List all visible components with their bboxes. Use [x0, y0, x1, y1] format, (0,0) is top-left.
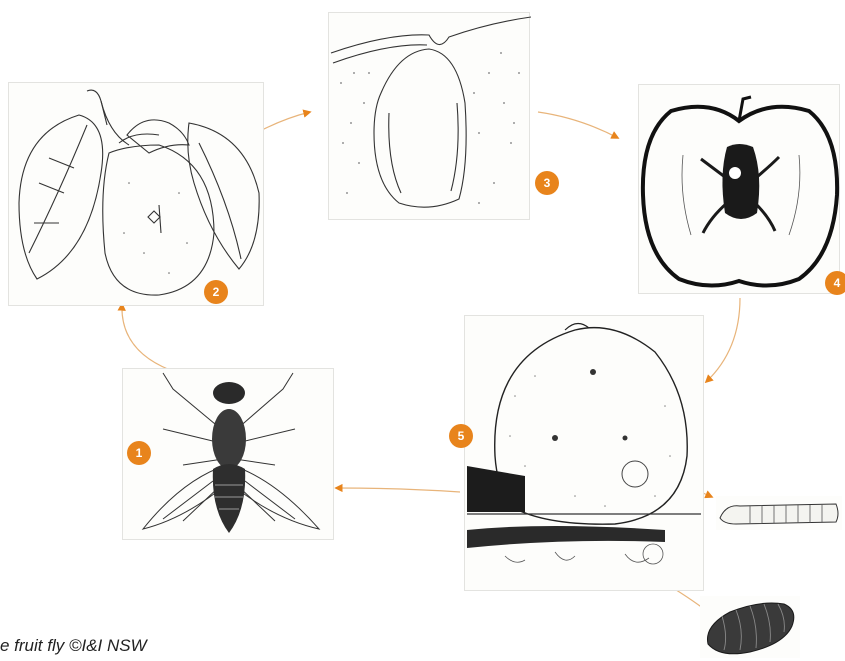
stage-4-badge: 4: [825, 271, 845, 295]
stage-1-panel: 1: [122, 368, 334, 540]
stage-5-badge: 5: [449, 424, 473, 448]
pupa-detail: [700, 596, 800, 658]
stage-4-panel: 4: [638, 84, 840, 294]
arrow-4-to-5: [706, 298, 740, 382]
stage-2-panel: 2: [8, 82, 264, 306]
stage-3-badge: 3: [535, 171, 559, 195]
stage-5-panel: 5: [464, 315, 704, 591]
larva-detail: [716, 496, 842, 530]
arrow-1-to-2: [122, 304, 170, 370]
fallen-fruit-illustration: [465, 316, 705, 592]
egg-in-skin-illustration: [329, 13, 531, 221]
stage-2-badge: 2: [204, 280, 228, 304]
apple-cross-section-illustration: [639, 85, 841, 295]
fruit-with-leaves-illustration: [9, 83, 265, 307]
arrow-5-to-1: [336, 488, 460, 492]
larva-illustration: [716, 496, 842, 530]
adult-fly-illustration: [123, 369, 335, 541]
pupa-illustration: [700, 596, 800, 658]
arrow-3-to-4: [538, 112, 618, 138]
figure-caption: e fruit fly ©I&I NSW: [0, 636, 147, 656]
stage-3-panel: 3: [328, 12, 530, 220]
arrow-2-to-3: [258, 112, 310, 132]
stage-1-badge: 1: [127, 441, 151, 465]
